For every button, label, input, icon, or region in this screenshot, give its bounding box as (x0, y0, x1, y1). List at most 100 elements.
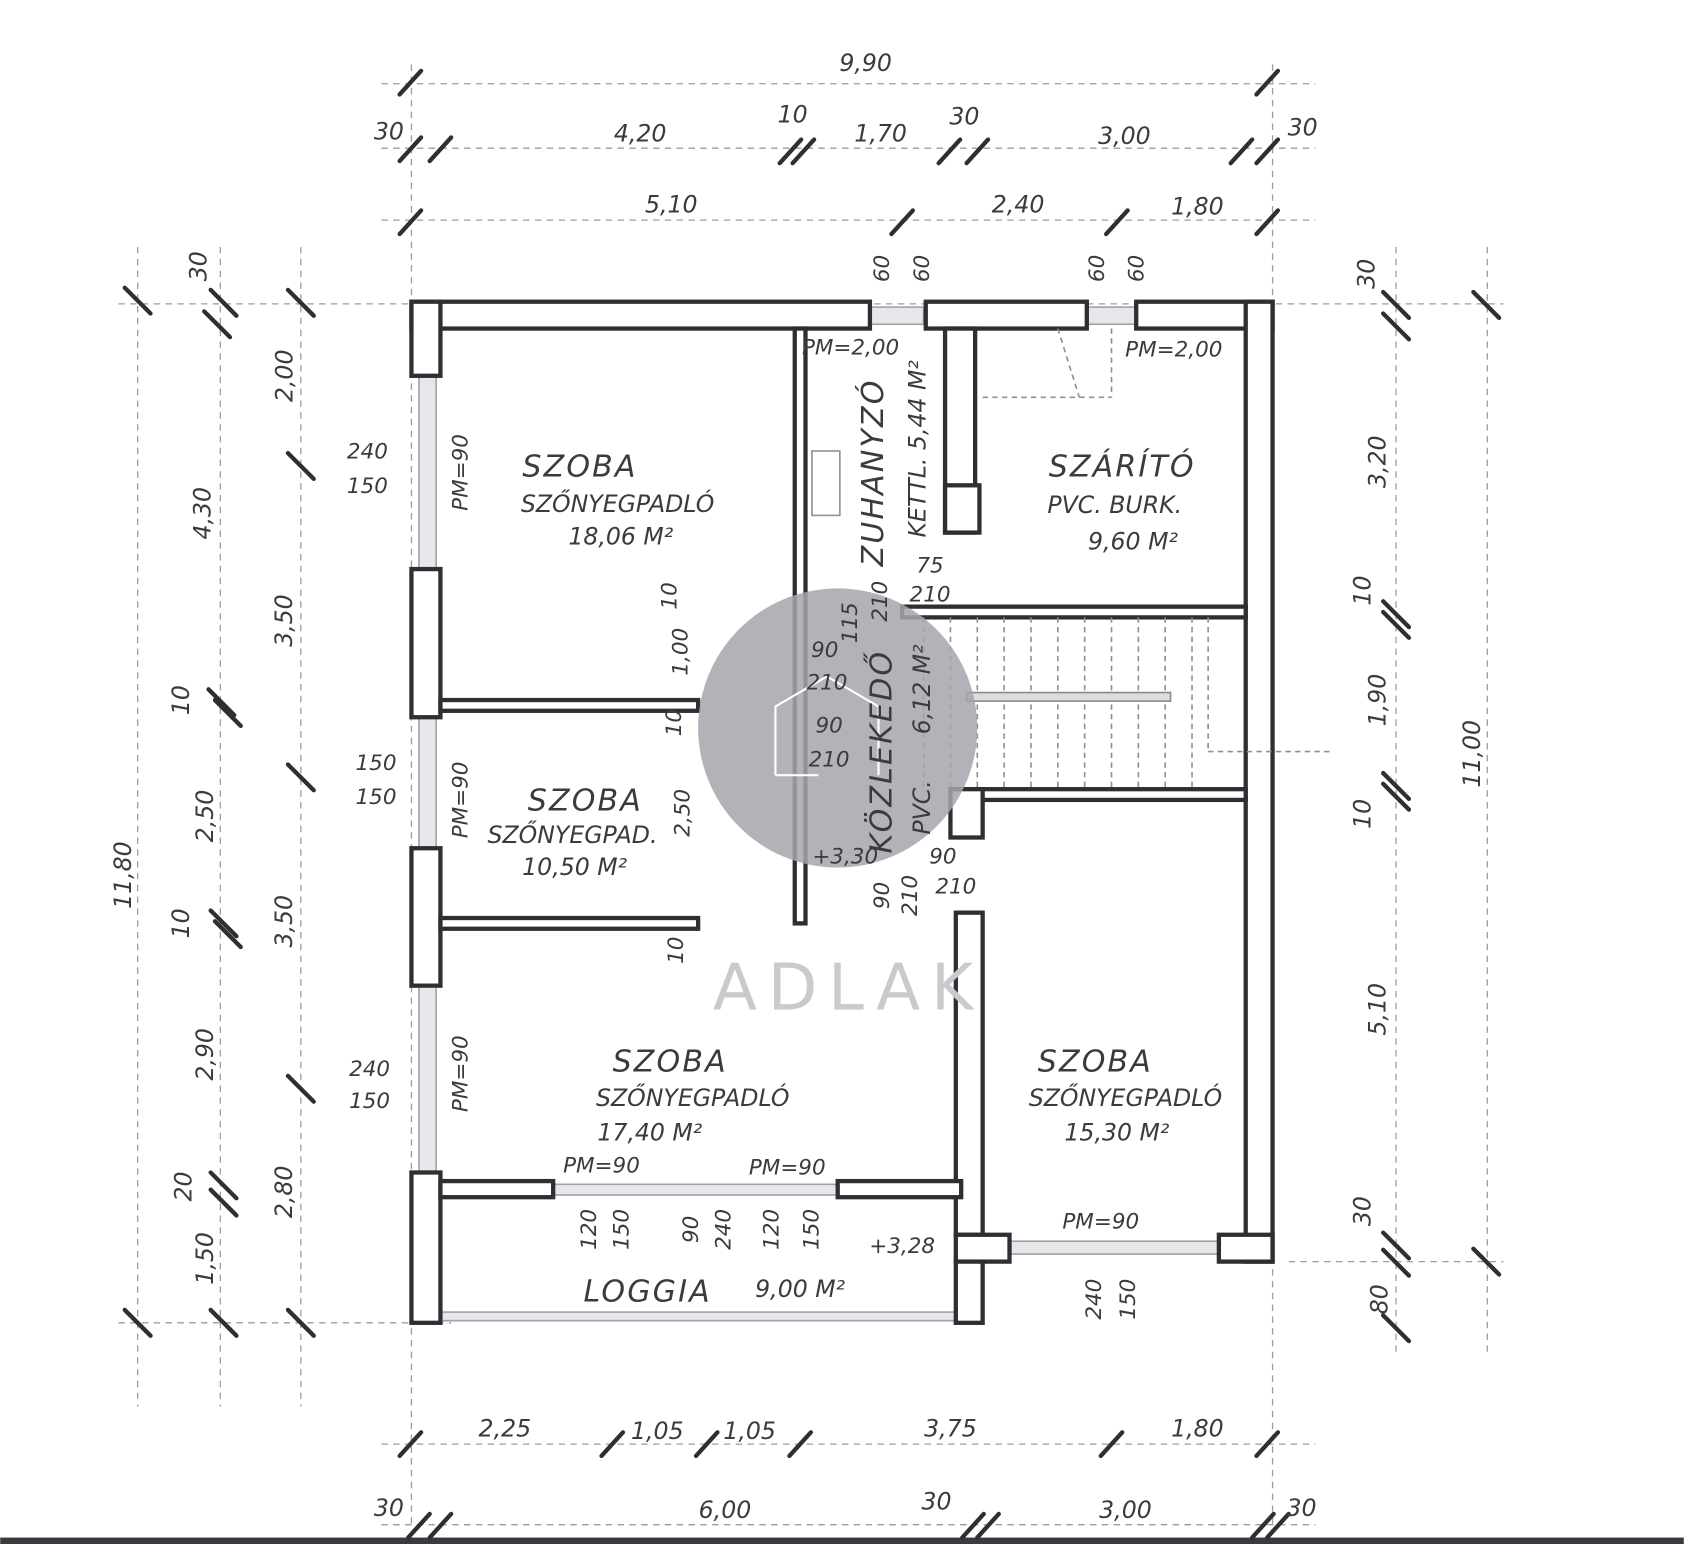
dim-right-8: 80 (1365, 1284, 1393, 1314)
wall-dim: 10 (662, 709, 687, 736)
dim-left-inner-1: 2,00 (270, 350, 298, 403)
door-dim: 90 (929, 844, 956, 869)
dim-left-inner-3: 3,50 (270, 895, 298, 948)
door-dim: 90 (811, 638, 838, 663)
room-floor: SZŐNYEGPAD. (488, 821, 658, 849)
dim-bottom-2: 1,05 (631, 1417, 684, 1445)
wall-dim: 10 (658, 582, 683, 609)
dim-left-2: 4,30 (189, 487, 217, 540)
dim-top-6: 3,00 (1098, 122, 1151, 150)
pm-label: PM=90 (1062, 1209, 1139, 1234)
room-name: SZOBA (613, 1045, 728, 1080)
dim-right-2: 3,20 (1363, 435, 1391, 488)
dim-bottom-row2-3: 30 (921, 1488, 951, 1516)
dim-right-5: 10 (1348, 799, 1376, 829)
room-szoba-4: SZOBA SZŐNYEGPADLÓ 15,30 M² (1029, 1045, 1222, 1147)
dim-top-4: 1,70 (854, 120, 907, 148)
dim-top-1: 30 (374, 118, 404, 146)
dim-bottom-row2-1: 30 (374, 1494, 404, 1522)
dim-left-inner-2: 3,50 (270, 594, 298, 647)
dim-right-4: 1,90 (1363, 674, 1391, 727)
pm-label: PM=90 (448, 762, 473, 839)
pm-label: PM=90 (749, 1156, 826, 1181)
dim-bottom-5: 1,80 (1171, 1415, 1224, 1443)
door-dim: 90 (815, 713, 842, 738)
level-label: +3,28 (869, 1234, 935, 1259)
wall-dim: 10 (664, 937, 689, 964)
dim-bottom-row2-5: 30 (1287, 1494, 1317, 1522)
dim-top-3: 10 (778, 100, 808, 128)
pm-label: PM=90 (448, 434, 473, 511)
room-floor: PVC. BURK. (1047, 491, 1182, 519)
dim-bottom-3: 1,05 (723, 1417, 776, 1445)
dim-bottom-1: 2,25 (479, 1415, 532, 1443)
dim-top-row2-3: 1,80 (1171, 193, 1224, 221)
dim-left-1: 30 (184, 251, 212, 281)
wall-dim: 2,50 (671, 789, 696, 837)
room-name: SZOBA (522, 450, 637, 485)
dim-right-3: 10 (1348, 576, 1376, 606)
loggia-door-dim: 90 (679, 1216, 704, 1243)
room-loggia: LOGGIA 9,00 M² (583, 1274, 845, 1309)
dim-top-row2-2: 2,40 (992, 191, 1045, 219)
loggia-door-dim: 120 (760, 1209, 785, 1250)
pm-label: PM=90 (448, 1035, 473, 1112)
door-dim: 210 (910, 582, 951, 607)
room-floor: SZŐNYEGPADLÓ (596, 1084, 789, 1112)
watermark-logo: ADLAK (698, 588, 984, 1025)
window-dim: 240 (1082, 1279, 1107, 1320)
annotations: PM=2,00 PM=2,00 PM=90 PM=90 PM=90 PM=90 … (347, 335, 1222, 1319)
door-dim: 90 (870, 882, 895, 909)
pm-label: PM=2,00 (1125, 337, 1222, 362)
room-name: ZUHANYZÓ (854, 378, 891, 567)
dim-bottom-4: 3,75 (924, 1415, 977, 1443)
room-area: 10,50 M² (522, 853, 627, 881)
room-name: SZÁRÍTÓ (1049, 448, 1196, 485)
door-dim: 115 (838, 602, 863, 643)
dim-left-inner-4: 2,80 (270, 1166, 298, 1219)
bottom-border (0, 1537, 1684, 1544)
dim-left-8: 1,50 (191, 1232, 219, 1285)
dim-left-4: 2,50 (191, 790, 219, 843)
room-zuhanyzo: ZUHANYZÓ KETTL. 5,44 M² (854, 360, 932, 568)
dim-opening-3: 60 (1085, 255, 1110, 282)
dim-top-7: 30 (1288, 113, 1318, 141)
door-dim: 75 (916, 553, 943, 578)
room-area: 17,40 M² (597, 1118, 702, 1146)
loggia-door-dim: 120 (577, 1209, 602, 1250)
dim-left-6: 2,90 (191, 1028, 219, 1081)
dim-left-overall: 11,80 (109, 841, 137, 909)
room-floor: SZŐNYEGPADLÓ (521, 490, 714, 518)
room-area: 9,00 M² (755, 1275, 845, 1303)
window-dim: 150 (349, 1089, 390, 1114)
window-dim: 150 (356, 751, 397, 776)
loggia-door-dim: 150 (799, 1209, 824, 1250)
watermark-text: ADLAK (713, 950, 984, 1025)
dim-top-overall: 9,90 (839, 49, 892, 77)
dim-right-6: 5,10 (1363, 983, 1391, 1036)
room-area: 18,06 M² (568, 522, 673, 550)
room-szoba-1: SZOBA SZŐNYEGPADLÓ 18,06 M² (521, 450, 714, 551)
pm-label: PM=2,00 (802, 335, 899, 360)
room-name: KÖZLEKEDŐ (862, 650, 899, 854)
dim-opening-1: 60 (870, 255, 895, 282)
room-area: 15,30 M² (1064, 1118, 1169, 1146)
door-dim: 210 (806, 670, 847, 695)
room-floor: SZŐNYEGPADLÓ (1029, 1084, 1222, 1112)
dimension-ticks (122, 68, 1502, 1540)
room-szarito: SZÁRÍTÓ PVC. BURK. 9,60 M² (1047, 448, 1196, 556)
window-dim: 150 (356, 785, 397, 810)
room-area: KETTL. 5,44 M² (904, 360, 932, 538)
dim-top-5: 30 (949, 103, 979, 131)
window-dim: 240 (349, 1057, 390, 1082)
dim-top-2: 4,20 (614, 120, 667, 148)
door-dim: 210 (809, 748, 850, 773)
dim-left-7: 20 (169, 1171, 197, 1201)
level-label: +3,30 (812, 844, 878, 869)
dim-right-1: 30 (1353, 259, 1381, 289)
door-dim: 210 (868, 581, 893, 622)
dim-bottom-row2-2: 6,00 (699, 1496, 752, 1524)
dim-bottom-row2-4: 3,00 (1099, 1496, 1152, 1524)
wall-dim: 1,00 (668, 628, 693, 676)
